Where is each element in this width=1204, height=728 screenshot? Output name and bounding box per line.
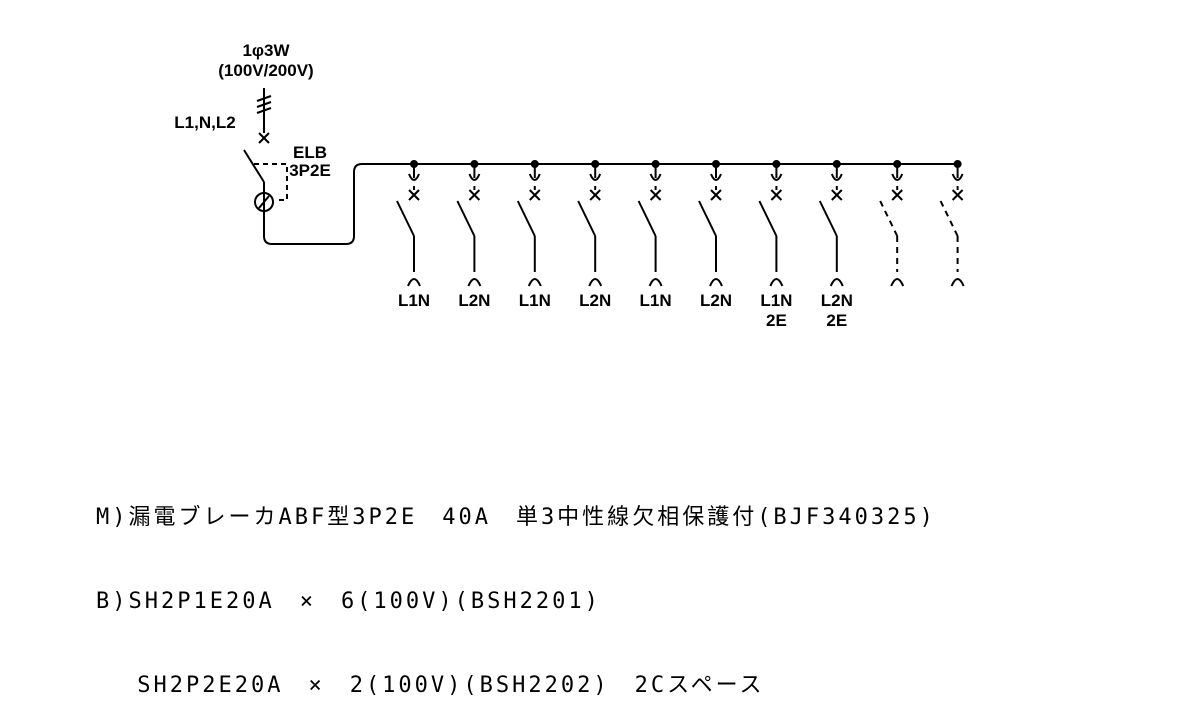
- terminal-cross: [770, 189, 783, 201]
- load-terminal: [648, 278, 663, 287]
- terminal-cross: [710, 189, 722, 201]
- incoming-feeder: [256, 88, 272, 144]
- note-branch-breakers-2e: SH2P2E20A × 2(100V)(BSH2202) 2Cスペース: [96, 673, 765, 698]
- switch-blade: [879, 200, 899, 237]
- terminal-cross: [891, 189, 903, 201]
- load-terminal: [467, 278, 482, 287]
- branch-3: [516, 160, 542, 287]
- branch-1: [396, 160, 421, 287]
- switch-blade: [577, 200, 597, 237]
- terminal-cross: [408, 189, 420, 201]
- branch-6: [698, 160, 723, 287]
- main-breaker-poles: 3P2E: [289, 161, 331, 180]
- switch-blade: [456, 200, 476, 237]
- plug-contact: [830, 173, 843, 181]
- load-terminal: [950, 278, 965, 287]
- plug-contact: [408, 173, 420, 181]
- plug-contact: [710, 173, 722, 181]
- branch-9: [879, 160, 905, 287]
- panel-diagram: 1φ3W (100V/200V) L1,N,L2 ELB 3P2E L1N L2N…: [174, 41, 965, 330]
- load-terminal: [709, 278, 723, 287]
- plug-contact: [528, 173, 541, 181]
- plug-contact: [770, 173, 783, 181]
- branch-label: L1N: [760, 291, 792, 310]
- plug-contact: [468, 173, 481, 181]
- switch-blade: [758, 200, 778, 237]
- main-breaker-name: ELB: [293, 143, 327, 162]
- plug-contact: [649, 173, 662, 181]
- load-terminal: [527, 278, 542, 287]
- switch-blade: [396, 200, 415, 237]
- supply-phase-label: 1φ3W: [242, 41, 290, 60]
- branch-sublabel: 2E: [766, 311, 787, 330]
- terminal-cross: [649, 189, 662, 201]
- branch-label: L2N: [579, 291, 611, 310]
- load-terminal: [890, 278, 905, 287]
- load-terminal: [407, 278, 421, 287]
- main-elb-symbol: [243, 149, 958, 245]
- branch-label: L1N: [519, 291, 551, 310]
- load-terminal: [829, 278, 844, 287]
- supply-voltage-label: (100V/200V): [218, 61, 313, 80]
- load-terminal: [769, 278, 784, 287]
- branch-4: [577, 160, 603, 287]
- branch-2: [456, 160, 482, 287]
- terminal-cross: [468, 189, 481, 201]
- branch-label: L1N: [640, 291, 672, 310]
- terminal-cross: [589, 189, 601, 201]
- terminal-cross: [529, 189, 541, 201]
- plug-contact: [589, 173, 602, 181]
- branch-7: [758, 160, 784, 287]
- plug-contact: [951, 173, 964, 181]
- equipment-notes: M)漏電ブレーカABF型3P2E 40A 単3中性線欠相保護付(BJF34032…: [96, 448, 936, 728]
- plug-contact: [891, 173, 904, 181]
- branch-sublabel: 2E: [826, 311, 847, 330]
- switch-blade: [939, 200, 959, 237]
- note-main-breaker: M)漏電ブレーカABF型3P2E 40A 単3中性線欠相保護付(BJF34032…: [96, 505, 936, 530]
- note-branch-breakers-1e: B)SH2P1E20A × 6(100V)(BSH2201): [96, 589, 601, 614]
- switch-blade: [637, 200, 657, 237]
- branch-label: L2N: [458, 291, 490, 310]
- terminal-cross: [831, 189, 843, 201]
- supply-lines-label: L1,N,L2: [174, 113, 235, 132]
- branch-label: L1N: [398, 291, 430, 310]
- switch-blade: [516, 200, 536, 237]
- load-terminal: [588, 278, 603, 287]
- terminal-cross: [951, 189, 964, 201]
- branch-5: [637, 160, 663, 287]
- branch-10: [939, 160, 965, 287]
- branch-label: L2N: [821, 291, 853, 310]
- branch-8: [818, 160, 844, 287]
- switch-blade: [698, 200, 717, 237]
- switch-blade: [818, 200, 838, 237]
- branch-label: L2N: [700, 291, 732, 310]
